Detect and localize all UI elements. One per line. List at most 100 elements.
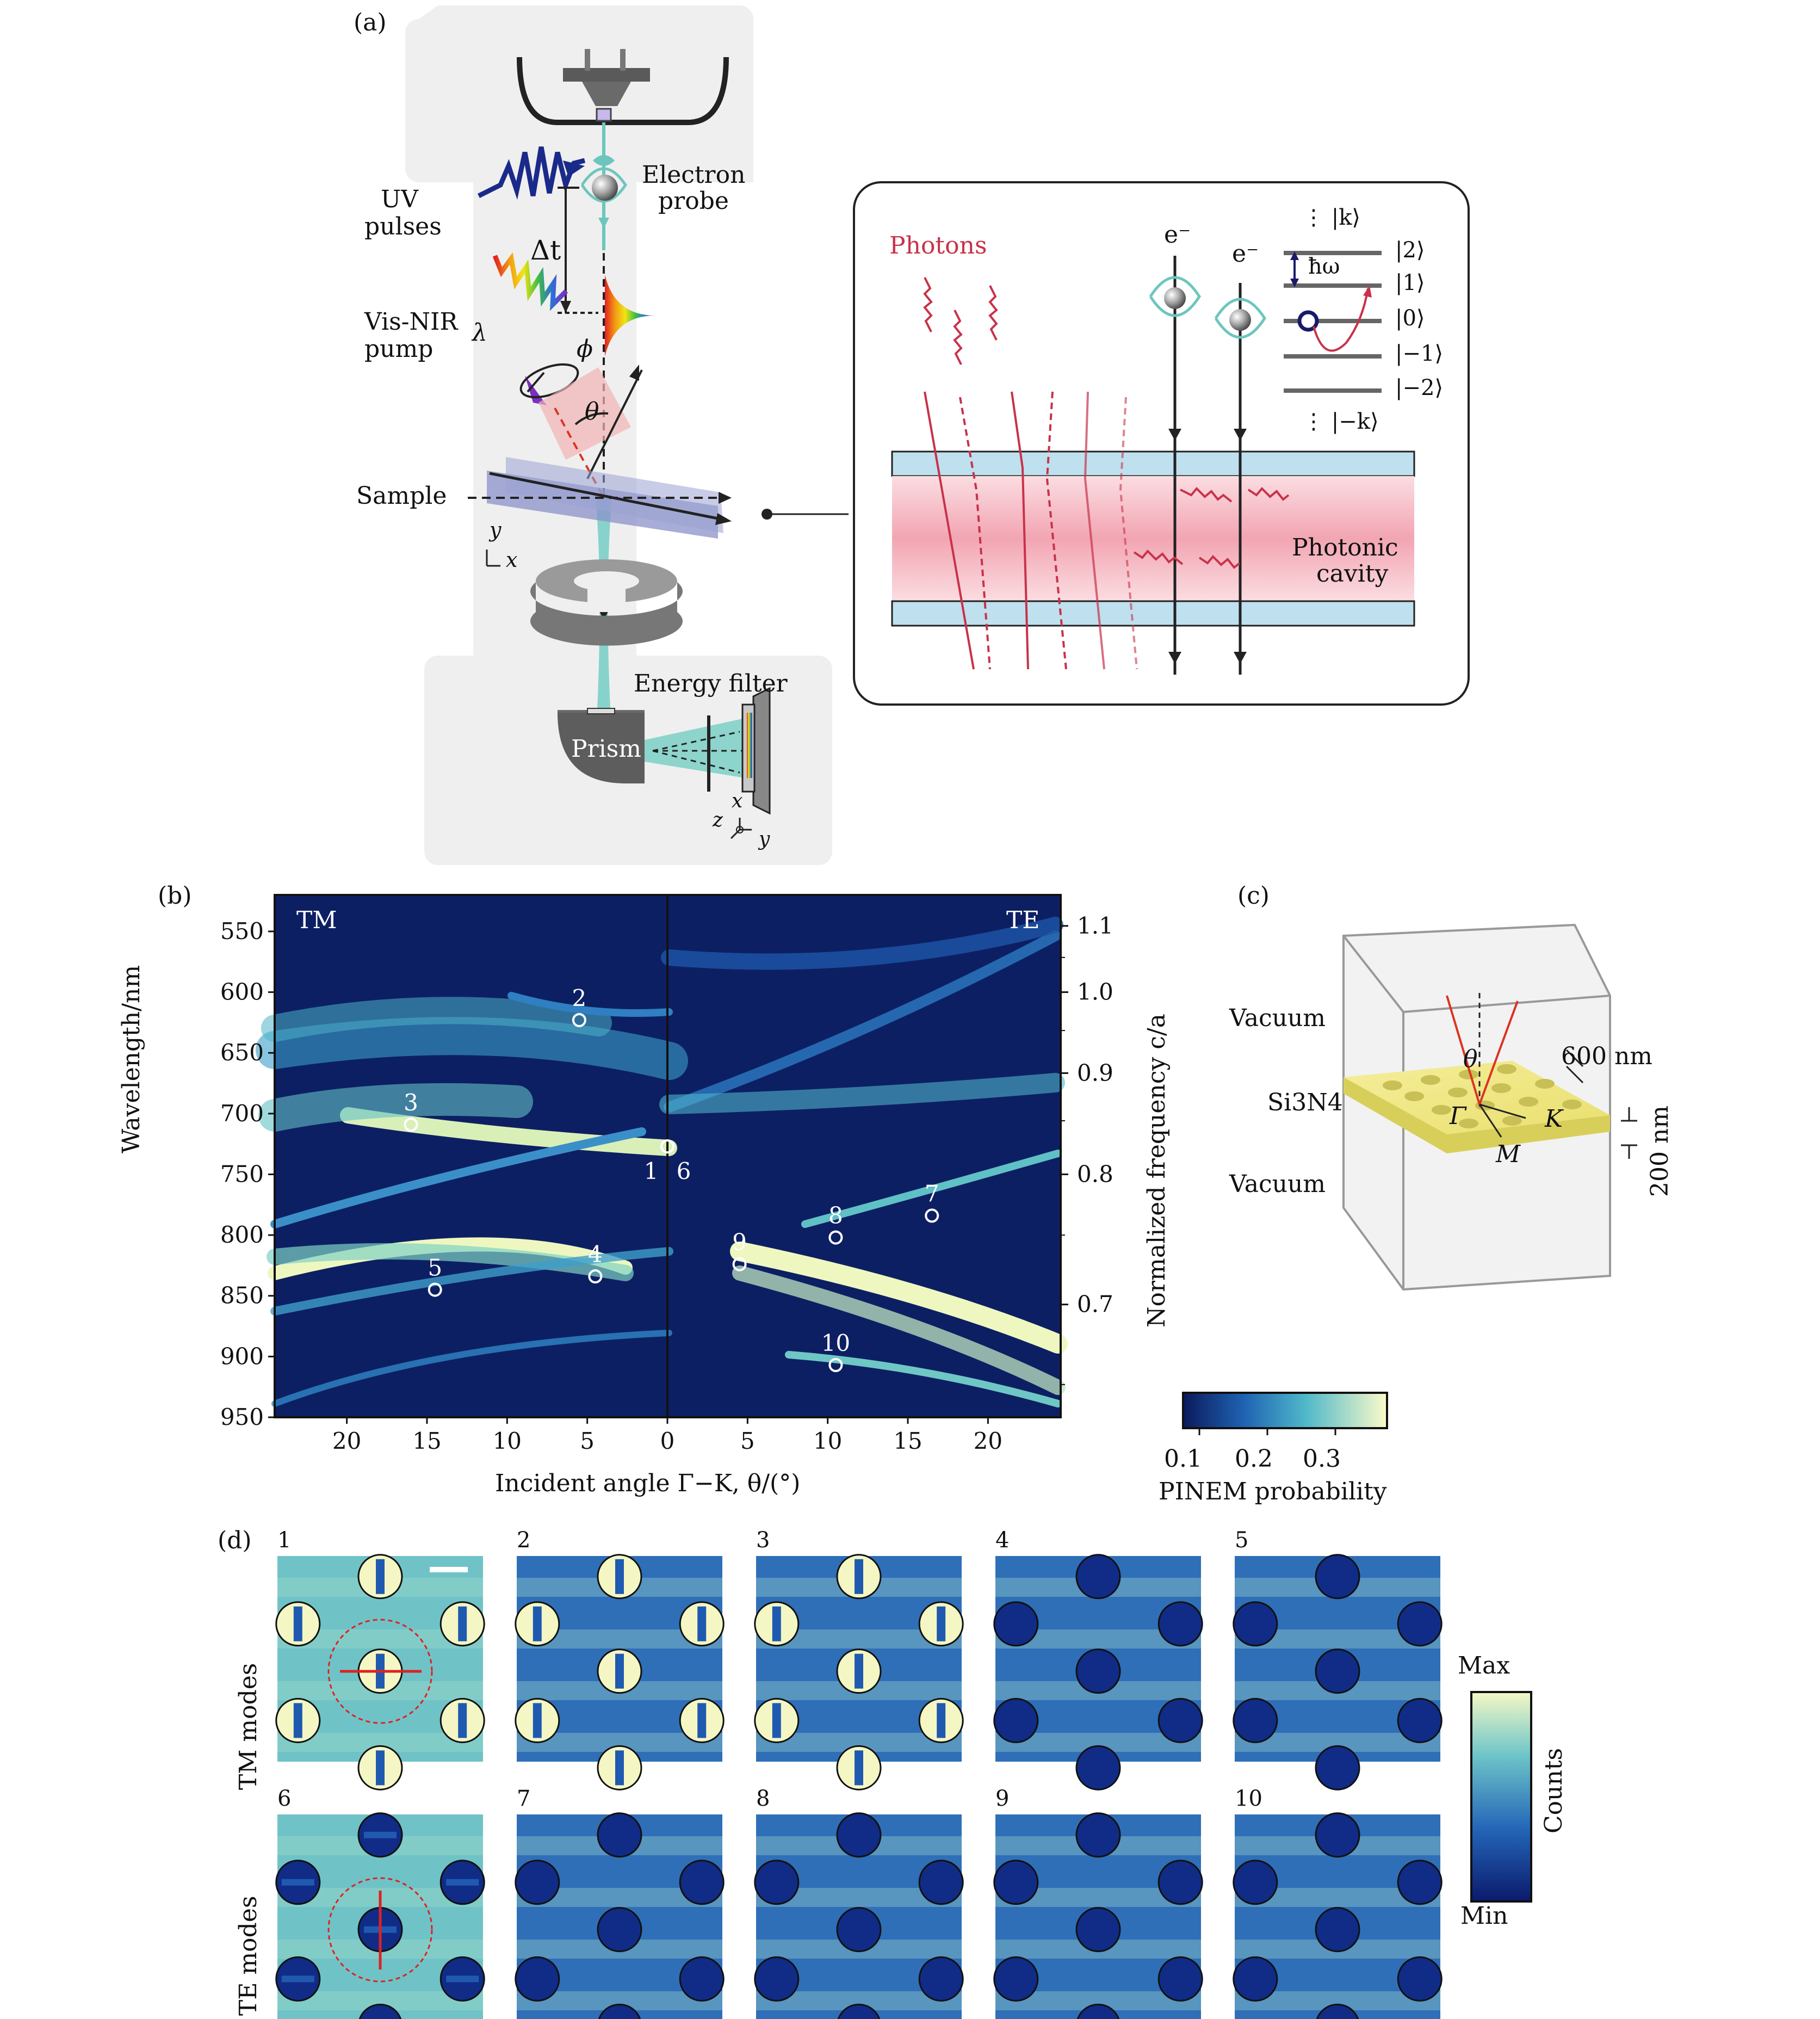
hole-node	[855, 1559, 863, 1594]
y-tick-label: 850	[220, 1282, 264, 1309]
mode-marker	[572, 1012, 586, 1027]
hole-outline	[1315, 1907, 1360, 1953]
cavity-label-line2: cavity	[1316, 560, 1389, 588]
te-label: TE	[1006, 906, 1040, 934]
detector-z-label: z	[713, 809, 723, 831]
panel-c-slab	[1342, 923, 1637, 1291]
mode-marker-label: 6	[677, 1158, 691, 1184]
y2-tick-label: 1.1	[1077, 912, 1113, 939]
mode-field-map	[515, 1554, 725, 1790]
mode-marker	[404, 1117, 418, 1132]
hole-outline	[1157, 1697, 1203, 1743]
y-tick-label: 700	[220, 1100, 264, 1127]
hole-node	[697, 1606, 707, 1641]
panel-b-letter: (b)	[158, 882, 192, 910]
mode-number-label: 1	[277, 1528, 292, 1553]
uv-pulse	[477, 146, 586, 200]
mode-number-label: 7	[517, 1786, 531, 1811]
x-tick-label: 15	[412, 1428, 441, 1454]
mode-field-map	[754, 1554, 964, 1790]
detector-x-label: x	[732, 790, 743, 812]
hole-outline	[837, 2003, 881, 2019]
panel-a	[405, 5, 1470, 865]
inset-electrons	[1133, 256, 1290, 675]
m-point-label: M	[1496, 1140, 1521, 1168]
mode-number-label: 8	[756, 1786, 770, 1811]
hole-outline	[1233, 1697, 1278, 1743]
hole-node	[458, 1606, 467, 1641]
mode-marker	[588, 1269, 603, 1284]
level-minus-1: |−1⟩	[1395, 341, 1444, 366]
material-label: Si3N4	[1267, 1089, 1343, 1116]
prism-label: Prism	[571, 735, 642, 763]
mode-field-map	[275, 1554, 485, 1790]
hole-node	[446, 1975, 479, 1983]
electron-1-label: e⁻	[1164, 221, 1191, 249]
hole-outline	[836, 1907, 882, 1953]
mode-marker-label: 5	[428, 1255, 442, 1281]
panel-a-letter: (a)	[354, 9, 387, 36]
hole-node	[533, 1606, 542, 1641]
mode-marker-label: 1	[644, 1158, 659, 1184]
hole-outline	[754, 1956, 800, 2002]
y-tick-label: 950	[220, 1404, 264, 1430]
theta-label-a: θ	[585, 398, 599, 425]
counts-colorbar-max: Max	[1458, 1652, 1511, 1680]
pump-label-line2: pump	[364, 335, 434, 363]
hole-outline	[1075, 1907, 1121, 1953]
pinem-colorbar-label: PINEM probability	[1159, 1478, 1387, 1505]
mode-marker-label: 4	[588, 1241, 603, 1268]
hole-node	[772, 1606, 781, 1641]
mode-field-map	[993, 1812, 1203, 2019]
hole-outline	[1157, 1860, 1203, 1905]
heatmap-y2-axis-label: Normalized frequency c/a	[1143, 1014, 1171, 1328]
energy-ladder	[1284, 251, 1382, 393]
panel-d-letter: (d)	[218, 1527, 252, 1554]
x-tick-label: 20	[332, 1428, 361, 1454]
counts-colorbar-label: Counts	[1540, 1748, 1568, 1833]
counts-colorbar-min: Min	[1460, 1902, 1508, 1930]
mode-field-map	[754, 1812, 964, 2019]
y-tick-label: 900	[220, 1343, 264, 1369]
hole-node	[855, 1653, 863, 1689]
y-tick-label: 600	[220, 979, 264, 1005]
heatmap-y-axis-label: Wavelength/nm	[117, 965, 145, 1153]
hole-outline	[1397, 1860, 1443, 1905]
hole-node	[697, 1703, 707, 1738]
hole-outline	[1397, 1601, 1443, 1647]
mode-marker	[925, 1208, 939, 1223]
level-k: ⋮ |k⟩	[1303, 205, 1361, 230]
heatmap-x-axis-label: Incident angle Γ−K, θ/(°)	[495, 1470, 801, 1497]
hole-node	[376, 1750, 385, 1786]
hole-outline	[1157, 1601, 1203, 1647]
hole-outline	[679, 1956, 725, 2002]
mode-number-label: 10	[1235, 1786, 1262, 1811]
mode-number-label: 9	[995, 1786, 1010, 1811]
mode-marker-label: 7	[925, 1180, 939, 1207]
y-tick-label: 650	[220, 1039, 264, 1066]
hole-node	[376, 1559, 385, 1594]
hole-outline	[1233, 1956, 1278, 2002]
mode-marker-label: 3	[404, 1089, 418, 1116]
y2-tick-label: 0.7	[1077, 1291, 1113, 1318]
hole-outline	[1075, 1812, 1121, 1858]
hole-outline	[597, 1907, 642, 1953]
electron-2-label: e⁻	[1232, 240, 1259, 268]
hole-outline	[515, 1956, 560, 2002]
te-modes-row-label: TE modes	[234, 1895, 262, 2016]
pump-label-line1: Vis-NIR	[364, 308, 458, 336]
hole-outline	[1075, 1554, 1121, 1600]
hole-outline	[1397, 1956, 1443, 2002]
hole-outline	[1233, 1601, 1278, 1647]
mode-marker	[732, 1257, 747, 1271]
thickness-label: 200 nm	[1646, 1105, 1674, 1197]
mode-field-map	[1233, 1812, 1443, 2019]
hole-node	[533, 1703, 542, 1738]
hole-node	[281, 1975, 314, 1983]
phi-label: ϕ	[577, 335, 593, 363]
hole-outline	[598, 2003, 641, 2019]
hole-outline	[679, 1860, 725, 1905]
hole-node	[281, 1879, 314, 1886]
